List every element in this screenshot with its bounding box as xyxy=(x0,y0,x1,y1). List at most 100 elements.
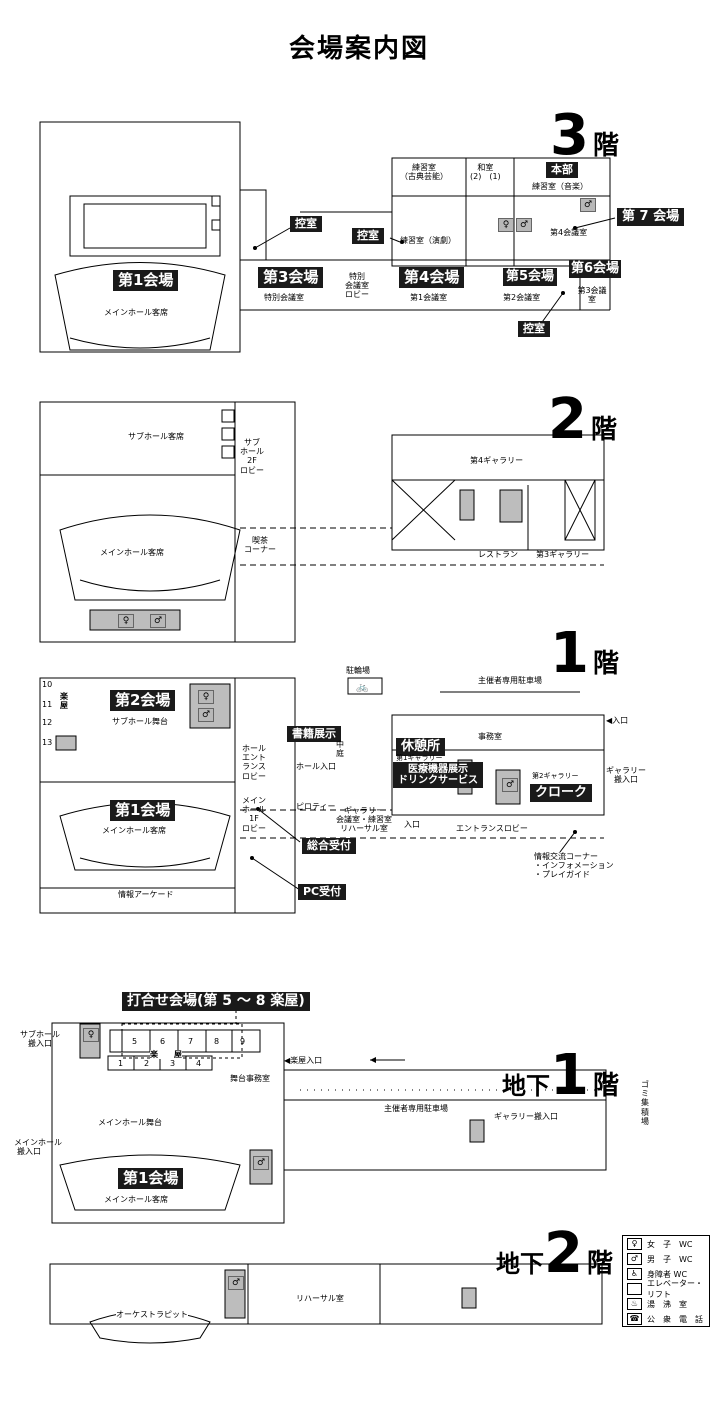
rehearsal-room-label: リハーサル室 xyxy=(296,1294,344,1303)
legend-label: 女 子 WC xyxy=(647,1239,693,1249)
floor-suffix: 階 xyxy=(592,649,619,679)
phone-icon: ☎ xyxy=(627,1313,642,1325)
restaurant-label: レストラン xyxy=(478,550,518,559)
gallery-2-label: 第2ギャラリー xyxy=(532,772,579,780)
venue-6-tag[interactable]: 第6会場 xyxy=(569,260,622,279)
reception-tag[interactable]: 総合受付 xyxy=(302,838,356,855)
pc-reception-tag[interactable]: PC受付 xyxy=(298,884,347,901)
gallery-1-label: 第1ギャラリー xyxy=(396,754,443,762)
meeting-room-4-label: 第4会議室 xyxy=(550,228,588,237)
venue-label: 第1会場 xyxy=(115,801,171,819)
main-hall-stage-label: メインホール舞台 xyxy=(98,1118,162,1127)
restroom-icon: ♂ xyxy=(198,708,214,722)
orchestra-pit-label: オーケストラピット xyxy=(116,1310,188,1320)
hall-entrance-lobby-label: ホール エント ランス ロビー xyxy=(242,744,266,781)
book-exhibit-tag[interactable]: 書籍展示 xyxy=(287,726,341,743)
cafe-label: 喫茶 コーナー xyxy=(244,536,276,555)
legend-row: ♀ 女 子 WC xyxy=(627,1237,705,1251)
floor-suffix: 階 xyxy=(592,1071,619,1101)
floor-number: 1 xyxy=(550,621,589,686)
info-corner-label: 情報交流コーナー ・インフォメーション ・プレイガイド xyxy=(534,852,614,880)
legend-label: 身障者 WC xyxy=(647,1269,688,1279)
rest-area-tag[interactable]: 休憩所 xyxy=(396,738,446,757)
venue-3-tag[interactable]: 第3会場 xyxy=(258,267,324,288)
venue-6-sublabel: 第3会議室 xyxy=(577,286,607,305)
venue-1-tag[interactable]: 第1会場 xyxy=(113,270,179,291)
venue-3-sublabel: 特別会議室 xyxy=(264,293,304,302)
waiting-room-tag-2[interactable]: 控室 xyxy=(352,228,384,245)
room-number: 3 xyxy=(170,1059,176,1068)
piloti-label: ピロティー xyxy=(296,802,336,811)
floor-suffix: 階 xyxy=(586,1249,613,1279)
legend-label: 湯 沸 室 xyxy=(647,1299,687,1309)
legend-row: ☎ 公 衆 電 話 xyxy=(627,1312,705,1326)
gallery-loading-label: ギャラリー搬入口 xyxy=(494,1112,558,1121)
organizer-parking-label: 主催者専用駐車場 xyxy=(384,1104,448,1113)
practice-classic-label: 練習室 （古典芸能） xyxy=(400,163,448,182)
waiting-room-tag-3[interactable]: 控室 xyxy=(518,321,550,338)
gallery-4-label: 第4ギャラリー xyxy=(470,456,524,465)
female-restroom-icon: ♀ xyxy=(627,1238,642,1250)
venue-5-sublabel: 第2会議室 xyxy=(503,293,541,302)
sub-hall-loading-label: サブホール 搬入口 xyxy=(20,1030,60,1049)
venue-5-tag[interactable]: 第5会場 xyxy=(503,268,558,287)
legend-row: エレベーター・リフト xyxy=(627,1279,705,1299)
floor-3f-plan xyxy=(39,121,616,353)
dressing-room-label: 楽 屋 xyxy=(60,692,68,711)
gallery-rooms-label: ギャラリー 会議室・練習室 リハーサル室 xyxy=(336,806,392,834)
hall-entrance-label: ホール入口 xyxy=(296,762,336,771)
stage-office-label: 舞台事務室 xyxy=(230,1074,270,1083)
venue-2-tag[interactable]: 第2会場 xyxy=(110,690,176,711)
kitchenette-icon: ♨ xyxy=(627,1298,642,1310)
floor-suffix: 階 xyxy=(590,415,617,445)
restroom-icon: ♀ xyxy=(83,1028,99,1042)
main-hall-seats-label: メインホール客席 xyxy=(100,548,164,557)
practice-drama-label: 練習室（演劇） xyxy=(400,236,456,245)
main-hall-1f-lobby-label: メイン ホール 1F ロビー xyxy=(242,796,266,833)
restroom-icon: ♂ xyxy=(580,198,596,212)
bicycle-parking-label: 駐輪場 xyxy=(346,666,370,675)
special-lobby-label: 特別 会議室 ロビー xyxy=(345,272,369,300)
waiting-room-tag-1[interactable]: 控室 xyxy=(290,216,322,233)
venue-label: 第6会場 xyxy=(571,261,620,276)
floor-prefix: 地下 xyxy=(496,1250,544,1278)
legend-label: 公 衆 電 話 xyxy=(647,1314,703,1324)
room-number: 6 xyxy=(160,1037,166,1046)
legend-label: 男 子 WC xyxy=(647,1254,693,1264)
bicycle-icon: 🚲 xyxy=(356,682,369,693)
room-number: 7 xyxy=(188,1037,194,1046)
exhibit-drink-tag[interactable]: 医療機器展示 ドリンクサービス xyxy=(393,762,483,788)
japanese-room-label: 和室 (2) (1) xyxy=(470,163,501,182)
headquarters-tag[interactable]: 本部 xyxy=(546,162,578,179)
venue-4-tag[interactable]: 第4会場 xyxy=(399,267,465,288)
room-number: 13 xyxy=(42,738,53,747)
cloak-tag[interactable]: クローク xyxy=(530,784,593,803)
room-number: 4 xyxy=(196,1059,202,1068)
floor-number: 1 xyxy=(550,1043,589,1108)
venue-4-sublabel: 第1会議室 xyxy=(410,293,448,302)
venue-label: 第5会場 xyxy=(506,269,555,284)
page-title: 会場案内図 xyxy=(288,34,429,64)
room-number: 10 xyxy=(42,680,53,689)
main-hall-seats-label: メインホール客席 xyxy=(104,308,168,317)
legend-row: ♨ 湯 沸 室 xyxy=(627,1297,705,1311)
room-number: 1 xyxy=(118,1059,124,1068)
meeting-venue-tag[interactable]: 打合せ会場(第 5 ～ 8 楽屋) xyxy=(122,992,310,1012)
map-legend: ♀女 子 WC ♂男 子 WC ♿身障者 WC エレベーター・リフト ♨湯 沸 … xyxy=(622,1235,710,1327)
dressing-room-label: 楽 屋 xyxy=(150,1050,182,1060)
courtyard-label: 中 庭 xyxy=(336,740,344,759)
restroom-icon: ♀ xyxy=(498,218,514,232)
restroom-icon: ♀ xyxy=(198,690,214,704)
venue-1-tag[interactable]: 第1会場 xyxy=(118,1168,184,1189)
sub-hall-seats-label: サブホール客席 xyxy=(128,432,184,441)
venue-label: 第1会場 xyxy=(123,1169,179,1187)
venue-7-tag[interactable]: 第 7 会場 xyxy=(617,208,685,227)
venue-label: 第 7 会場 xyxy=(622,209,680,224)
venue-1-tag[interactable]: 第1会場 xyxy=(110,800,176,821)
entrance-label: ◀入口 xyxy=(606,716,629,725)
room-number: 2 xyxy=(144,1059,150,1068)
